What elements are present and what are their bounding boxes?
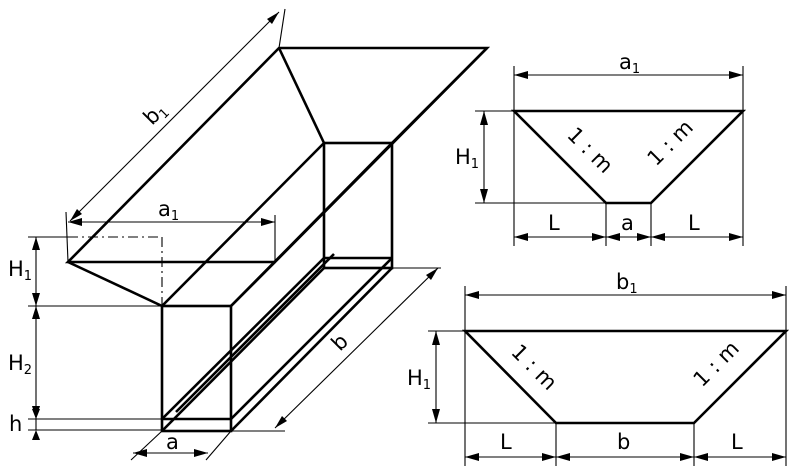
- b-arrow-bottom: [275, 416, 287, 428]
- channel-edge-top-right: [230, 142, 393, 307]
- secA-arrow-2: [592, 233, 606, 241]
- secB-arrow-6: [772, 453, 786, 461]
- secA-a1-arrow-left: [514, 71, 528, 79]
- iso-h-label: h: [9, 412, 22, 436]
- secA-arrow-6: [729, 233, 743, 241]
- iso-b-label: b: [327, 329, 353, 355]
- secB-b1-arrow-left: [465, 291, 479, 299]
- secB-b-label: b: [617, 430, 630, 454]
- secA-L-left: L: [548, 211, 560, 235]
- a1-arrow-left: [68, 218, 82, 226]
- secB-arrow-3: [556, 453, 570, 461]
- secB-arrow-5: [694, 453, 708, 461]
- isometric-view: b1 a1 H1 H2 h a b: [8, 8, 491, 461]
- secA-H1-arrow-bottom: [480, 189, 488, 203]
- secA-a-label: a: [621, 211, 634, 235]
- b-arrow-top: [426, 268, 438, 280]
- secB-H1-label: H1: [407, 366, 431, 393]
- iso-H1-label: H1: [8, 257, 32, 284]
- b-dimension-line: [274, 267, 439, 429]
- secB-b1-arrow-right: [772, 291, 786, 299]
- section-a1: a1 H1 1 : m 1 : m L a L: [455, 50, 747, 246]
- iso-b1-label: b1: [139, 97, 173, 131]
- a-arrow-left: [133, 449, 147, 457]
- h-arrow-bottom: [32, 430, 40, 440]
- secA-arrow-3: [606, 233, 620, 241]
- iso-H2-label: H2: [8, 351, 32, 378]
- hopper-edge-back-right: [391, 47, 488, 144]
- a-extension-right: [205, 430, 232, 461]
- iso-a-label: a: [166, 430, 179, 454]
- secB-H1-arrow-bottom: [432, 409, 440, 423]
- a1-arrow-right: [261, 218, 275, 226]
- secB-L-left: L: [500, 430, 512, 454]
- secA-slope-right: 1 : m: [643, 115, 698, 170]
- secA-H1-label: H1: [455, 145, 479, 172]
- secA-arrow-5: [651, 233, 665, 241]
- channel-floor-edge-left: [161, 257, 325, 420]
- a-arrow-right: [194, 449, 208, 457]
- secB-arrow-2: [542, 453, 556, 461]
- trapezoid-a1: [510, 109, 747, 205]
- iso-a1-label: a1: [158, 197, 179, 224]
- channel-edge-bottom-left: [161, 267, 325, 432]
- secA-arrow-1: [514, 233, 528, 241]
- hopper-edge-back-left: [277, 47, 326, 144]
- b1-dimension-line: [69, 11, 280, 222]
- secA-arrow-4: [637, 233, 651, 241]
- channel-edge-top-left: [161, 142, 325, 307]
- secB-H1-arrow-top: [432, 331, 440, 345]
- secB-b1-label: b1: [616, 270, 638, 297]
- hopper-edge-front-left: [67, 260, 163, 308]
- secA-L-right: L: [688, 211, 700, 235]
- secB-arrow-4: [680, 453, 694, 461]
- hopper-top-rim: [64, 46, 491, 264]
- secA-a1-label: a1: [619, 50, 640, 77]
- channel-floor-inner: [175, 253, 335, 413]
- b1-arrow-top: [267, 12, 279, 24]
- secB-arrow-1: [465, 453, 479, 461]
- trapezoid-b1: [461, 329, 790, 425]
- channel-back-face: [322, 141, 394, 270]
- section-b1: b1 H1 1 : m 1 : m L b L: [407, 270, 790, 466]
- H1-arrow-bottom: [32, 293, 40, 306]
- secB-L-right: L: [731, 430, 743, 454]
- secA-a1-arrow-right: [729, 71, 743, 79]
- channel-edge-bottom-right: [230, 267, 393, 432]
- b1-extension-top: [278, 8, 286, 49]
- secB-slope-left: 1 : m: [506, 340, 561, 395]
- h-arrow-top: [32, 409, 40, 419]
- channel-floor-edge-right: [230, 257, 393, 420]
- channel-front-face: [160, 304, 233, 433]
- secA-H1-arrow-top: [480, 111, 488, 125]
- a-extension-left: [130, 430, 163, 461]
- H1-arrow-top: [32, 237, 40, 250]
- H2-arrow-top: [32, 306, 40, 319]
- b1-arrow-bottom: [70, 209, 82, 221]
